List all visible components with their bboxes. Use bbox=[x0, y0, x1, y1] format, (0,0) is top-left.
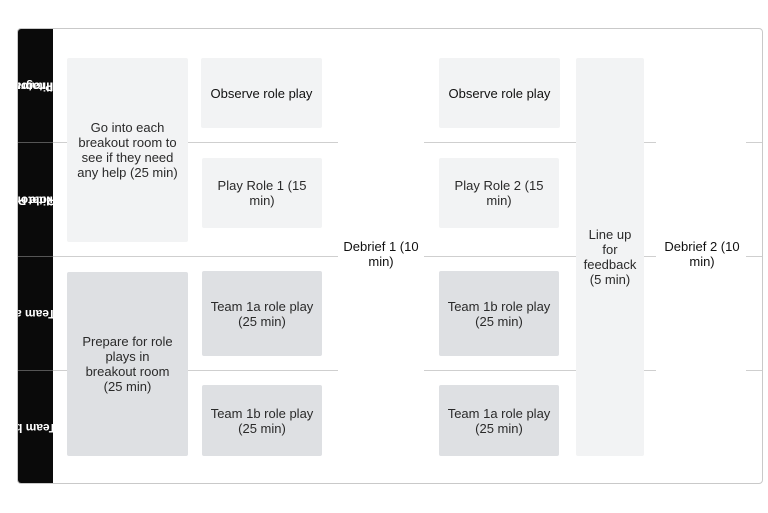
box-text: Debrief 1 (10 min) bbox=[343, 239, 419, 269]
box-text: Team 1a role play (25 min) bbox=[447, 405, 551, 436]
box-text: Go into each breakout room to see if the… bbox=[77, 120, 178, 180]
line-up-feedback-box: Line up for feedback (5 min) bbox=[576, 58, 644, 456]
box-text: Team 1a role play (25 min) bbox=[210, 298, 314, 329]
team-1b-roleplay-2-box: Team 1b role play (25 min) bbox=[439, 271, 559, 356]
team-1a-roleplay-2-box: Team 1a role play (25 min) bbox=[439, 385, 559, 456]
team-1a-roleplay-1-box: Team 1a role play (25 min) bbox=[202, 271, 322, 356]
box-text: Prepare for role plays in breakout room … bbox=[82, 334, 173, 394]
play-role-2-box: Play Role 2 (15 min) bbox=[439, 158, 559, 228]
lane-separator bbox=[53, 370, 338, 371]
lane-label-program-facilitators: ProgramFacilitators bbox=[18, 29, 74, 142]
box-text: Line up for feedback (5 min) bbox=[583, 227, 637, 287]
lane-label-divider bbox=[18, 142, 53, 143]
debrief-2-label: Debrief 2 (10 min) bbox=[660, 229, 744, 279]
box-text: Debrief 2 (10 min) bbox=[664, 239, 740, 269]
lane-separator bbox=[53, 256, 338, 257]
play-role-1-box: Play Role 1 (15 min) bbox=[202, 158, 322, 228]
lane-separator bbox=[746, 256, 762, 257]
team-1b-roleplay-1-box: Team 1b role play (25 min) bbox=[202, 385, 322, 456]
lane-label-line: Facilitators bbox=[17, 193, 75, 207]
box-text: Team 1b role play (25 min) bbox=[210, 405, 314, 436]
lane-label-role-play-facilitators: Role PlayFacilitators bbox=[18, 143, 74, 256]
observe-roleplay-1-box: Observe role play bbox=[201, 58, 322, 128]
lane-label-team-b: Team b bbox=[17, 371, 57, 483]
box-text: Play Role 1 (15 min) bbox=[217, 178, 307, 208]
lane-separator bbox=[53, 142, 338, 143]
lane-label-team-a: Team a bbox=[17, 257, 56, 370]
lane-label-line: Facilitators bbox=[17, 79, 75, 93]
lane-label-divider bbox=[18, 256, 53, 257]
box-text: Team 1b role play (25 min) bbox=[447, 298, 551, 329]
box-text: Observe role play bbox=[210, 85, 313, 101]
lane-separator bbox=[746, 142, 762, 143]
lane-separator bbox=[746, 370, 762, 371]
prepare-roleplays-box: Prepare for role plays in breakout room … bbox=[67, 272, 188, 456]
lane-separator bbox=[424, 256, 656, 257]
lane-separator bbox=[424, 370, 656, 371]
lane-label-line: Team b bbox=[17, 421, 57, 435]
observe-roleplay-2-box: Observe role play bbox=[439, 58, 560, 128]
swimlane-diagram: ProgramFacilitators Role PlayFacilitator… bbox=[17, 28, 763, 484]
lane-separator bbox=[424, 142, 656, 143]
breakout-check-box: Go into each breakout room to see if the… bbox=[67, 58, 188, 242]
lane-label-divider bbox=[18, 370, 53, 371]
debrief-1-label: Debrief 1 (10 min) bbox=[340, 229, 422, 279]
lane-label-line: Team a bbox=[17, 307, 56, 321]
box-text: Observe role play bbox=[448, 85, 551, 101]
box-text: Play Role 2 (15 min) bbox=[454, 178, 544, 208]
